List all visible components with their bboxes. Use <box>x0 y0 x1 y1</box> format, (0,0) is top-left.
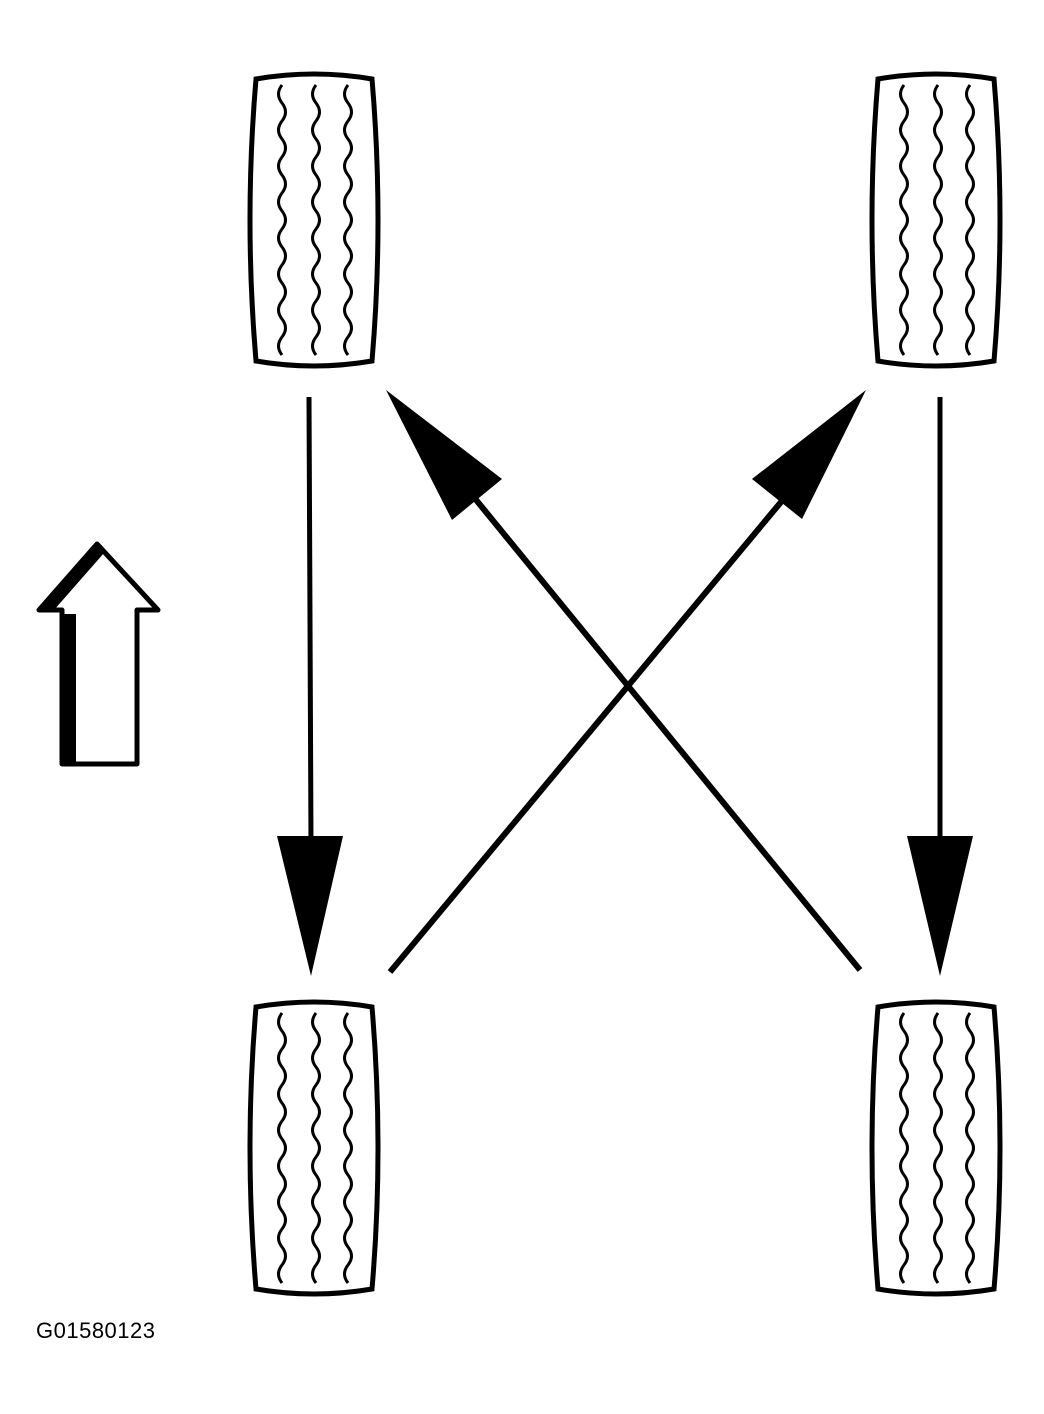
figure-code: G01580123 <box>36 1318 156 1343</box>
forward-arrow-icon <box>36 541 161 767</box>
rotation-arrow-rear-left-to-front-right <box>387 390 866 974</box>
rotation-arrow-front-right-to-rear-right <box>907 397 973 976</box>
tire-icon <box>250 1002 378 1294</box>
tire-icon <box>250 74 378 366</box>
tire-icon <box>872 1002 1000 1294</box>
rotation-arrow-rear-right-to-front-left <box>386 390 863 972</box>
tire-icon <box>872 74 1000 366</box>
rotation-arrow-front-left-to-rear-left <box>277 396 343 976</box>
